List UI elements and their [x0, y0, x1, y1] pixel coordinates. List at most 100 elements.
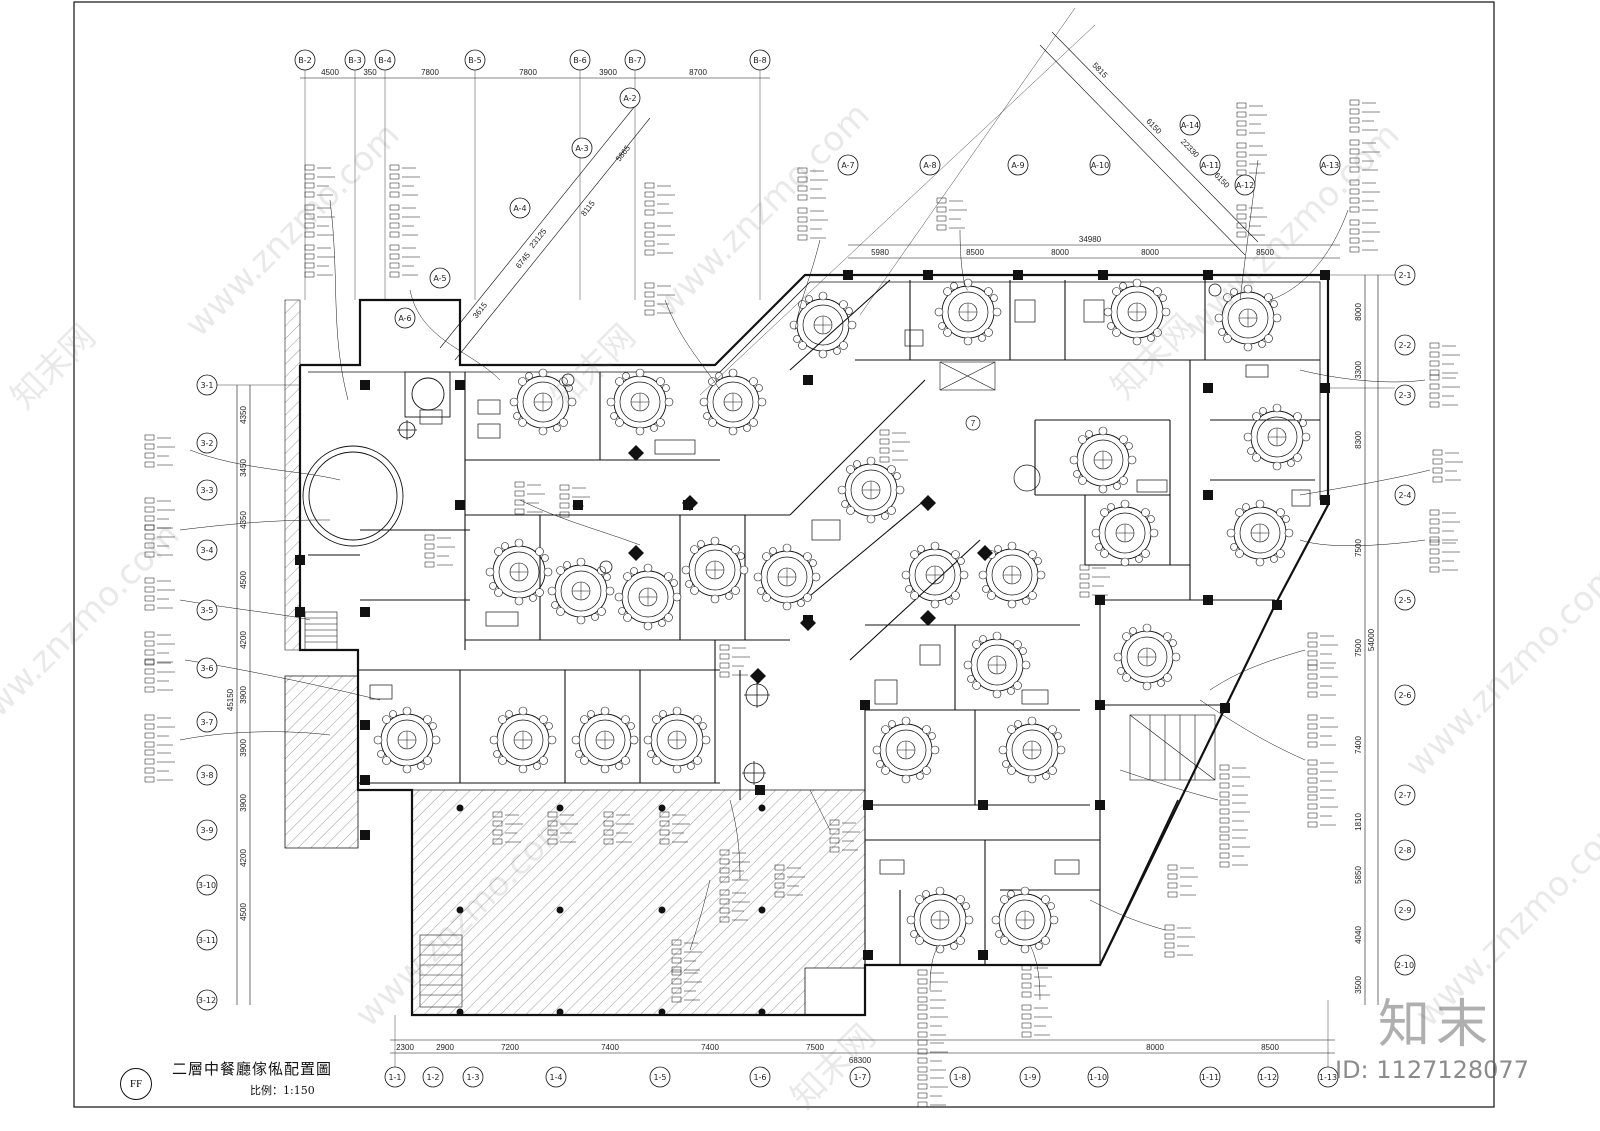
grid-bubble-left: 3-2: [196, 432, 218, 454]
grid-bubble-angled: A-13: [1319, 154, 1341, 176]
dimension-top: 3900: [599, 68, 617, 77]
lounge-furniture: [369, 299, 1311, 875]
grid-bubble-angled: A-10: [1089, 154, 1111, 176]
grid-bubble-bottom: 1-10: [1087, 1066, 1109, 1088]
grid-bubble-angled: A-12: [1234, 174, 1256, 196]
sheet-border: [73, 1, 1495, 1108]
grid-bubble-top: B-3: [344, 49, 366, 71]
brand-logo: 知末: [1378, 995, 1495, 1055]
svg-text:2-5: 2-5: [1398, 596, 1411, 605]
grid-bubble-angled: A-11: [1199, 154, 1221, 176]
svg-text:B-6: B-6: [573, 56, 586, 65]
svg-text:A-7: A-7: [841, 161, 854, 170]
svg-text:A-8: A-8: [923, 161, 936, 170]
grid-bubble-bottom: 1-6: [749, 1066, 771, 1088]
dimension-top: 7800: [519, 68, 537, 77]
svg-text:1-3: 1-3: [466, 1073, 479, 1082]
dimension-top-right: 8500: [1256, 248, 1274, 257]
dimension-diagonal: 5815: [1090, 61, 1109, 80]
dimension-right: 1810: [1354, 813, 1363, 831]
svg-text:1-5: 1-5: [653, 1073, 666, 1082]
svg-text:2-1: 2-1: [1398, 271, 1411, 280]
grid-bubble-right: 2-3: [1394, 384, 1416, 406]
hall-columns: [456, 804, 766, 1016]
left-grid-bubbles: 3-13-23-33-43-53-63-73-83-93-103-113-12: [196, 374, 218, 1011]
grid-bubble-bottom: 1-5: [649, 1066, 671, 1088]
dimension-left: 4500: [239, 903, 248, 921]
grid-bubble-left: 3-12: [196, 989, 218, 1011]
svg-text:B-8: B-8: [753, 56, 766, 65]
svg-text:3-10: 3-10: [198, 881, 216, 890]
svg-text:3-3: 3-3: [200, 486, 213, 495]
svg-text:3-11: 3-11: [198, 936, 216, 945]
dimension-left: 3900: [239, 686, 248, 704]
dimension-bottom: 8500: [1261, 1043, 1279, 1052]
dimension-top-right: 8000: [1141, 248, 1159, 257]
dimension-top-right: 8000: [1051, 248, 1069, 257]
grid-bubble-left: 3-7: [196, 711, 218, 733]
dimension-diagonal: 5865: [614, 143, 632, 163]
svg-text:1-2: 1-2: [426, 1073, 439, 1082]
svg-text:1-10: 1-10: [1089, 1073, 1107, 1082]
dimension-left: 4500: [239, 571, 248, 589]
dimension-right: 3500: [1354, 976, 1363, 994]
svg-text:A-2: A-2: [623, 94, 636, 103]
grid-bubble-angled: A-8: [919, 154, 941, 176]
grid-bubble-right: 2-10: [1394, 954, 1416, 976]
dimension-left: 4200: [239, 849, 248, 867]
top-grid-bubbles: B-2 B-3 B-4 B-5 B-6 B-7 B-8: [294, 49, 771, 71]
dimension-right: 4040: [1354, 926, 1363, 944]
grid-bubble-bottom: 1-3: [462, 1066, 484, 1088]
grid-bubble-left: 3-10: [196, 874, 218, 896]
grid-bubble-right: 2-6: [1394, 684, 1416, 706]
svg-text:2-3: 2-3: [1398, 391, 1411, 400]
svg-text:B-5: B-5: [468, 56, 481, 65]
dimension-right: 7500: [1354, 639, 1363, 657]
grid-bubble-left: 3-1: [196, 374, 218, 396]
dimension-left: 3450: [239, 459, 248, 477]
svg-text:3-9: 3-9: [200, 826, 213, 835]
svg-text:3-2: 3-2: [200, 439, 213, 448]
dimension-diagonal: 22330: [1179, 137, 1201, 160]
dimension-bottom: 7500: [806, 1043, 824, 1052]
svg-text:3-5: 3-5: [200, 606, 213, 615]
svg-text:A-12: A-12: [1236, 181, 1254, 190]
dimension-left-total: 45150: [226, 688, 235, 711]
grid-bubble-bottom: 1-13: [1317, 1066, 1339, 1088]
svg-text:3-4: 3-4: [200, 546, 213, 555]
svg-text:A-6: A-6: [398, 314, 411, 323]
grid-bubble-top: B-8: [749, 49, 771, 71]
grid-axes: [215, 7, 1395, 1075]
dimension-top-right-total: 34980: [1079, 235, 1102, 244]
right-grid-bubbles: 2-12-22-32-42-52-62-72-82-92-10: [1394, 264, 1416, 976]
dimension-right: 3300: [1354, 361, 1363, 379]
svg-text:2-9: 2-9: [1398, 906, 1411, 915]
grid-bubble-bottom: 1-12: [1257, 1066, 1279, 1088]
grid-bubble-top: B-6: [569, 49, 591, 71]
svg-text:3-7: 3-7: [200, 718, 213, 727]
dimension-right: 8000: [1354, 303, 1363, 321]
hatched-area: [284, 299, 866, 1016]
dimension-diagonal: 6150: [1144, 117, 1163, 136]
dimension-top: 4500: [321, 68, 339, 77]
svg-text:B-2: B-2: [298, 56, 311, 65]
dimension-left: 3900: [239, 794, 248, 812]
grid-bubble-right: 2-9: [1394, 899, 1416, 921]
dimension-diagonal: 8115: [579, 198, 597, 218]
svg-text:1-12: 1-12: [1259, 1073, 1277, 1082]
grid-bubble-angled: A-9: [1007, 154, 1029, 176]
grid-bubble-left: 3-4: [196, 539, 218, 561]
dimension-bottom: 2900: [436, 1043, 454, 1052]
dimension-right: 8300: [1354, 431, 1363, 449]
grid-bubble-right: 2-8: [1394, 839, 1416, 861]
svg-text:B-4: B-4: [378, 56, 391, 65]
dimension-right: 7400: [1354, 736, 1363, 754]
dimension-bottom: 7400: [701, 1043, 719, 1052]
svg-text:A-10: A-10: [1091, 161, 1109, 170]
dimension-right: 7500: [1354, 539, 1363, 557]
grid-bubble-right: 2-7: [1394, 784, 1416, 806]
svg-text:2-2: 2-2: [1398, 341, 1411, 350]
planter-icon: [397, 283, 1222, 785]
svg-text:B-7: B-7: [628, 56, 641, 65]
grid-bubble-bottom: 1-8: [949, 1066, 971, 1088]
